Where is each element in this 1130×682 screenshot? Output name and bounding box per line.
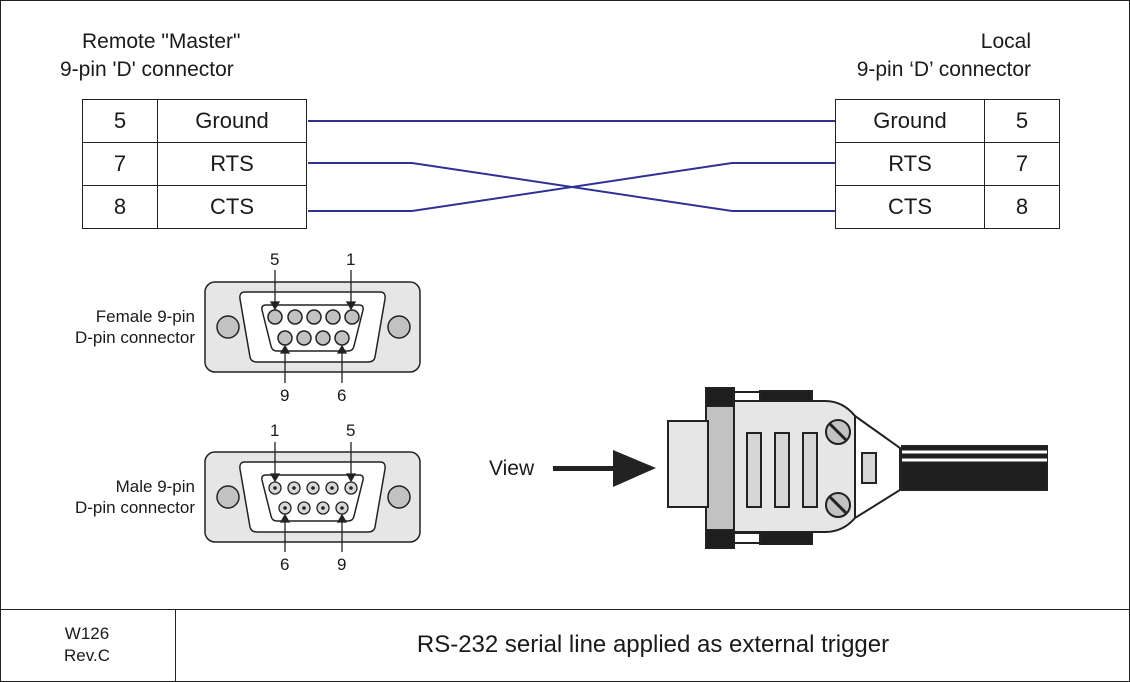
wire-group	[308, 120, 835, 212]
female-pin-label: 5	[270, 250, 280, 269]
female-pin-label: 1	[346, 250, 356, 269]
remote-row: 7 RTS	[82, 142, 307, 186]
local-signal-name: RTS	[835, 142, 985, 186]
remote-connector-title-line2: 9-pin 'D' connector	[60, 58, 234, 81]
local-connector-title-line2: 9-pin ‘D’ connector	[856, 58, 1031, 81]
remote-signal-name: Ground	[157, 99, 307, 143]
diagram-title: RS-232 serial line applied as external t…	[416, 631, 890, 658]
female-connector-label-line1: Female 9-pin	[95, 307, 195, 326]
remote-pin-table: 5 Ground 7 RTS 8 CTS	[82, 99, 307, 229]
local-row: RTS 7	[835, 142, 1060, 186]
remote-pin-number: 5	[82, 99, 158, 143]
view-label: View	[489, 457, 535, 480]
female-pin-label: 9	[280, 386, 290, 405]
remote-pin-number: 8	[82, 185, 158, 229]
remote-row: 5 Ground	[82, 99, 307, 143]
male-connector-label-line2: D-pin connector	[74, 498, 195, 517]
male-pin-label: 1	[270, 421, 280, 440]
footer-separator	[175, 609, 176, 682]
male-connector-icon	[204, 442, 421, 552]
wire	[308, 162, 835, 212]
male-pin-label: 6	[280, 555, 290, 574]
male-pin-label: 9	[337, 555, 347, 574]
female-connector-label-line2: D-pin connector	[74, 328, 195, 347]
remote-signal-name: CTS	[157, 185, 307, 229]
remote-signal-name: RTS	[157, 142, 307, 186]
drawing-number: W126	[64, 624, 110, 643]
local-signal-name: CTS	[835, 185, 985, 229]
view-arrow-icon	[553, 450, 656, 487]
male-connector-label-line1: Male 9-pin	[115, 477, 195, 496]
local-connector-title-line1: Local	[980, 30, 1031, 53]
local-row: Ground 5	[835, 99, 1060, 143]
remote-row: 8 CTS	[82, 185, 307, 229]
local-signal-name: Ground	[835, 99, 985, 143]
remote-connector-title-line1: Remote "Master"	[82, 30, 241, 53]
footer-divider	[0, 609, 1130, 610]
female-connector-icon	[204, 270, 421, 383]
drawing-revision: Rev.C	[64, 646, 110, 665]
cable-plug-icon	[667, 387, 1048, 549]
local-pin-number: 7	[984, 142, 1060, 186]
male-pin-label: 5	[346, 421, 356, 440]
local-row: CTS 8	[835, 185, 1060, 229]
local-pin-number: 8	[984, 185, 1060, 229]
local-pin-table: Ground 5 RTS 7 CTS 8	[835, 99, 1060, 229]
female-pin-label: 6	[337, 386, 347, 405]
